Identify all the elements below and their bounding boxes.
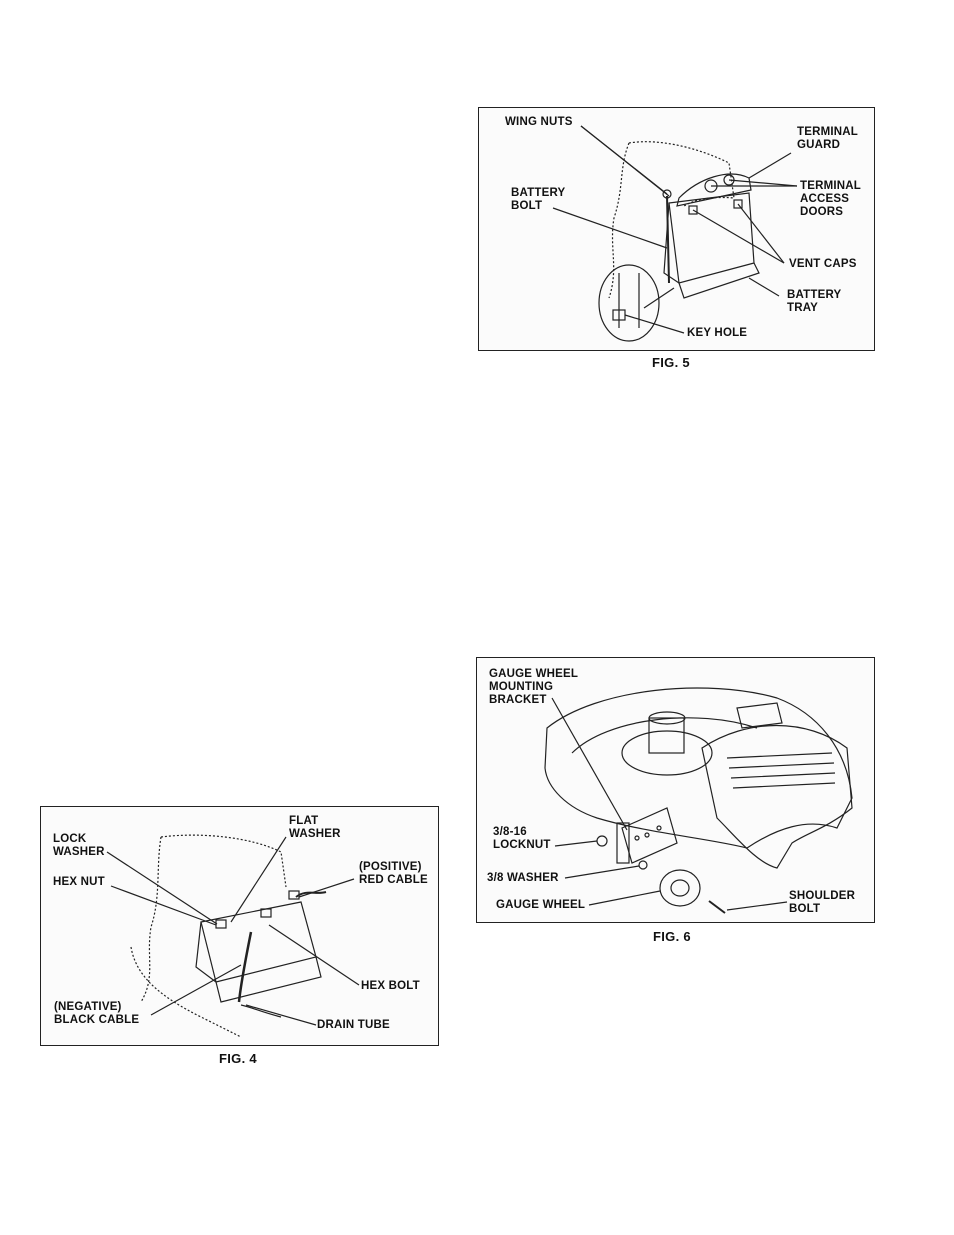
label-drain-tube: DRAIN TUBE bbox=[317, 1019, 390, 1032]
label-positive-line1: (POSITIVE) bbox=[359, 861, 428, 874]
figure-5-battery-installation: WING NUTS TERMINAL GUARD TERMINAL ACCESS… bbox=[478, 107, 875, 351]
label-locknut: 3/8-16 LOCKNUT bbox=[493, 826, 551, 852]
label-terminal-access-line2: ACCESS bbox=[800, 193, 861, 206]
label-hex-nut: HEX NUT bbox=[53, 876, 105, 889]
label-shoulder-bolt-line1: SHOULDER bbox=[789, 890, 855, 903]
label-battery-tray: BATTERY TRAY bbox=[787, 289, 841, 315]
figure-4-battery-cables: FLAT WASHER LOCK WASHER (POSITIVE) RED C… bbox=[40, 806, 439, 1046]
label-locknut-line2: LOCKNUT bbox=[493, 839, 551, 852]
label-battery-bolt-line1: BATTERY bbox=[511, 187, 565, 200]
label-hex-bolt: HEX BOLT bbox=[361, 980, 420, 993]
label-shoulder-bolt-line2: BOLT bbox=[789, 903, 855, 916]
label-lock-washer-line2: WASHER bbox=[53, 846, 105, 859]
figure-4-caption: FIG. 4 bbox=[219, 1051, 257, 1066]
figure-5-caption: FIG. 5 bbox=[652, 355, 690, 370]
label-battery-tray-line1: BATTERY bbox=[787, 289, 841, 302]
label-terminal-access-doors: TERMINAL ACCESS DOORS bbox=[800, 180, 861, 219]
label-washer: 3/8 WASHER bbox=[487, 872, 559, 885]
label-key-hole: KEY HOLE bbox=[687, 327, 747, 340]
label-locknut-line1: 3/8-16 bbox=[493, 826, 551, 839]
label-terminal-guard-line1: TERMINAL bbox=[797, 126, 858, 139]
label-bracket-line1: GAUGE WHEEL bbox=[489, 668, 578, 681]
label-negative-line1: (NEGATIVE) bbox=[54, 1001, 139, 1014]
label-positive-red-cable: (POSITIVE) RED CABLE bbox=[359, 861, 428, 887]
label-shoulder-bolt: SHOULDER BOLT bbox=[789, 890, 855, 916]
label-terminal-access-line1: TERMINAL bbox=[800, 180, 861, 193]
label-flat-washer-line1: FLAT bbox=[289, 815, 341, 828]
label-terminal-access-line3: DOORS bbox=[800, 206, 861, 219]
label-terminal-guard-line2: GUARD bbox=[797, 139, 858, 152]
label-battery-bolt: BATTERY BOLT bbox=[511, 187, 565, 213]
figure-6-gauge-wheel: GAUGE WHEEL MOUNTING BRACKET 3/8-16 LOCK… bbox=[476, 657, 875, 923]
label-gauge-wheel-mounting-bracket: GAUGE WHEEL MOUNTING BRACKET bbox=[489, 668, 578, 707]
label-bracket-line2: MOUNTING bbox=[489, 681, 578, 694]
label-lock-washer: LOCK WASHER bbox=[53, 833, 105, 859]
label-wing-nuts: WING NUTS bbox=[505, 116, 573, 129]
label-terminal-guard: TERMINAL GUARD bbox=[797, 126, 858, 152]
label-positive-line2: RED CABLE bbox=[359, 874, 428, 887]
label-vent-caps: VENT CAPS bbox=[789, 258, 857, 271]
label-bracket-line3: BRACKET bbox=[489, 694, 578, 707]
label-negative-black-cable: (NEGATIVE) BLACK CABLE bbox=[54, 1001, 139, 1027]
label-flat-washer-line2: WASHER bbox=[289, 828, 341, 841]
label-gauge-wheel: GAUGE WHEEL bbox=[496, 899, 585, 912]
figure-6-caption: FIG. 6 bbox=[653, 929, 691, 944]
label-flat-washer: FLAT WASHER bbox=[289, 815, 341, 841]
label-lock-washer-line1: LOCK bbox=[53, 833, 105, 846]
label-battery-bolt-line2: BOLT bbox=[511, 200, 565, 213]
label-negative-line2: BLACK CABLE bbox=[54, 1014, 139, 1027]
label-battery-tray-line2: TRAY bbox=[787, 302, 841, 315]
